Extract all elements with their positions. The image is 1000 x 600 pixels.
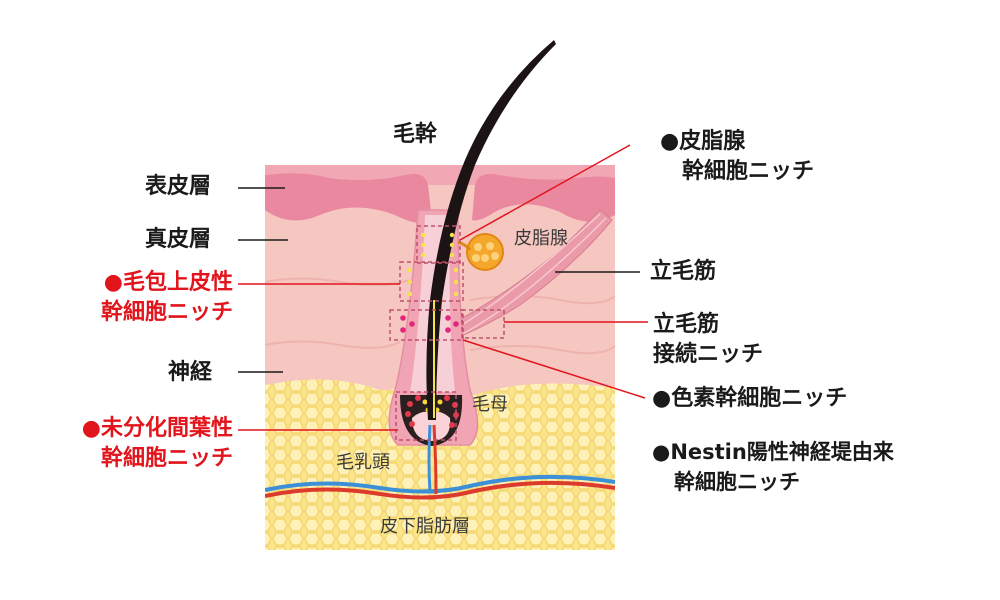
mesenchymal-niche-line1: ●未分化間葉性 [81, 416, 233, 441]
hair-shaft-label: 毛幹 [393, 122, 438, 147]
epidermis-right [472, 173, 615, 222]
arrector-pili-label: 立毛筋 [650, 259, 717, 284]
epidermis-label: 表皮層 [145, 174, 212, 199]
nerve-label: 神経 [168, 360, 213, 385]
stem-cell-dots [400, 232, 459, 333]
dermis-label: 真皮層 [145, 227, 212, 252]
sebaceous-niche-line2: 幹細胞ニッチ [682, 159, 815, 184]
sebaceous-niche-line1: ●皮脂腺 [660, 129, 746, 154]
melanocyte-niche-box [389, 309, 464, 341]
sebaceous-gland-inner-label: 皮脂腺 [514, 228, 568, 249]
dermal-papilla-inner-label: 毛乳頭 [336, 452, 390, 473]
subcutaneous-fat-layer [265, 379, 615, 550]
nestin-niche-line1: ●Nestin陽性神経堤由来 [652, 440, 894, 464]
sebaceous-niche-label: ●皮脂腺 幹細胞ニッチ [660, 127, 814, 187]
mesenchymal-niche-label: ●未分化間葉性 幹細胞ニッチ [82, 414, 233, 474]
mesenchymal-niche-line2: 幹細胞ニッチ [100, 446, 233, 471]
nestin-niche-label: ●Nestin陽性神経堤由来 幹細胞ニッチ [652, 437, 894, 497]
artery [265, 480, 615, 500]
arrector-niche-box [461, 309, 505, 339]
hf-epithelial-niche-line1: ●毛包上皮性 [103, 270, 233, 295]
sebaceous-niche-box [416, 225, 461, 264]
nestin-niche-line2: 幹細胞ニッチ [674, 470, 800, 494]
melanocyte-leader [462, 339, 646, 399]
arrector-pili-niche-line2: 接続ニッチ [653, 342, 764, 367]
hf-epithelial-niche-box [399, 261, 464, 302]
hair-matrix-inner-label: 毛母 [472, 394, 508, 415]
sebaceous-leader [459, 144, 631, 241]
arrector-pili-niche-line1: 立毛筋 [653, 312, 720, 337]
hf-epithelial-niche-line2: 幹細胞ニッチ [100, 300, 233, 325]
arrector-pili-niche-label: 立毛筋 接続ニッチ [653, 310, 763, 370]
hair-shaft [426, 40, 556, 420]
subcutaneous-fat-inner-label: 皮下脂肪層 [380, 516, 470, 537]
epidermis-left [265, 173, 432, 224]
hf-epithelial-niche-label: ●毛包上皮性 幹細胞ニッチ [101, 268, 233, 328]
mesenchymal-niche-box [395, 391, 457, 441]
melanocyte-niche-label: ●色素幹細胞ニッチ [652, 386, 848, 411]
sebaceous-gland [457, 233, 504, 271]
